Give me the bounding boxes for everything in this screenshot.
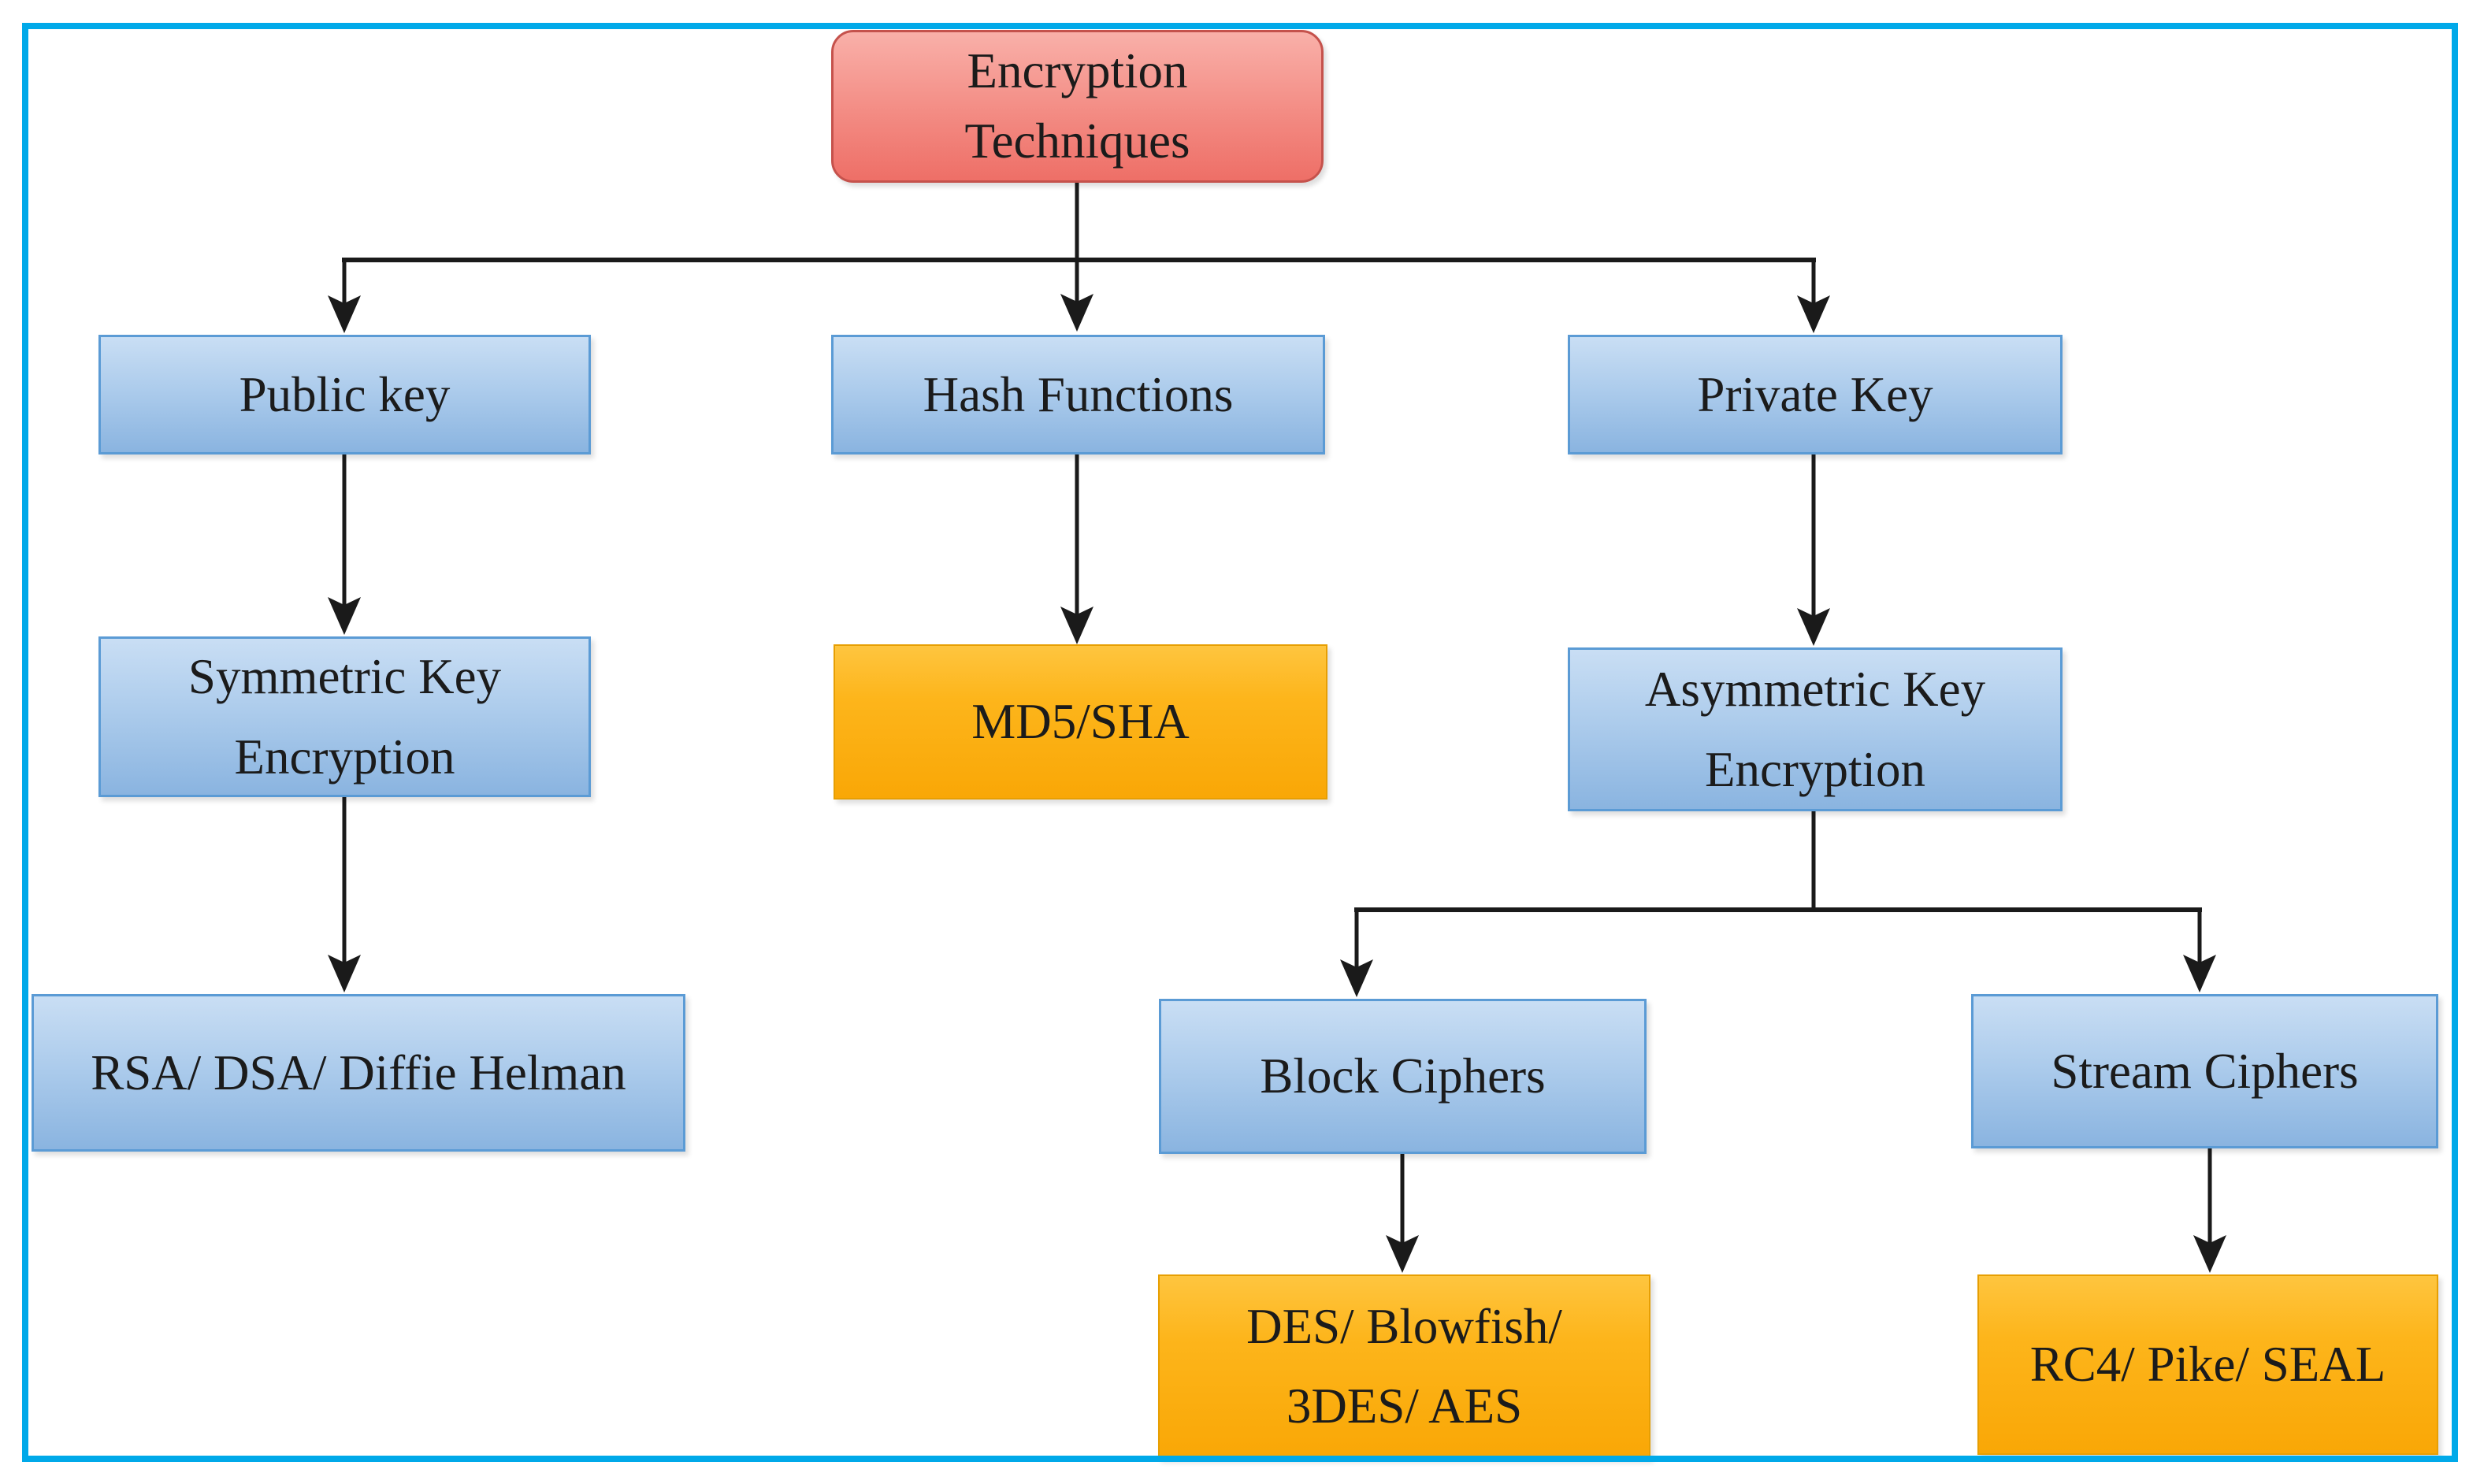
node-private-key-label: Private Key bbox=[1697, 366, 1933, 422]
node-block-ciphers-label: Block Ciphers bbox=[1260, 1048, 1546, 1104]
node-public-key: Public key bbox=[98, 335, 591, 454]
node-hash-functions-label: Hash Functions bbox=[923, 366, 1234, 422]
node-stream-ciphers-label: Stream Ciphers bbox=[2051, 1043, 2359, 1099]
node-rc4-pike-seal-label: RC4/ Pike/ SEAL bbox=[2029, 1337, 2386, 1393]
node-hash-functions: Hash Functions bbox=[831, 335, 1325, 454]
node-asymmetric-key-encryption: Asymmetric Key Encryption bbox=[1568, 647, 2063, 811]
node-rsa-dsa-diffie-helman: RSA/ DSA/ Diffie Helman bbox=[32, 994, 685, 1152]
node-private-key: Private Key bbox=[1568, 335, 2063, 454]
node-symmetric-key-encryption: Symmetric Key Encryption bbox=[98, 636, 591, 797]
node-asymmetric-key-encryption-label: Asymmetric Key Encryption bbox=[1644, 661, 1986, 797]
node-rc4-pike-seal: RC4/ Pike/ SEAL bbox=[1977, 1274, 2438, 1455]
node-encryption-techniques: Encryption Techniques bbox=[831, 30, 1324, 183]
node-encryption-techniques-label: Encryption Techniques bbox=[964, 43, 1190, 169]
node-md5-sha: MD5/SHA bbox=[834, 644, 1327, 800]
node-public-key-label: Public key bbox=[239, 366, 451, 422]
node-rsa-dsa-diffie-helman-label: RSA/ DSA/ Diffie Helman bbox=[91, 1044, 626, 1100]
node-block-ciphers: Block Ciphers bbox=[1159, 999, 1647, 1154]
node-symmetric-key-encryption-label: Symmetric Key Encryption bbox=[188, 648, 502, 785]
node-md5-sha-label: MD5/SHA bbox=[971, 694, 1190, 750]
node-des-blowfish-3des-aes: DES/ Blowfish/ 3DES/ AES bbox=[1158, 1274, 1650, 1459]
node-stream-ciphers: Stream Ciphers bbox=[1971, 994, 2438, 1148]
node-des-blowfish-3des-aes-label: DES/ Blowfish/ 3DES/ AES bbox=[1246, 1299, 1562, 1434]
